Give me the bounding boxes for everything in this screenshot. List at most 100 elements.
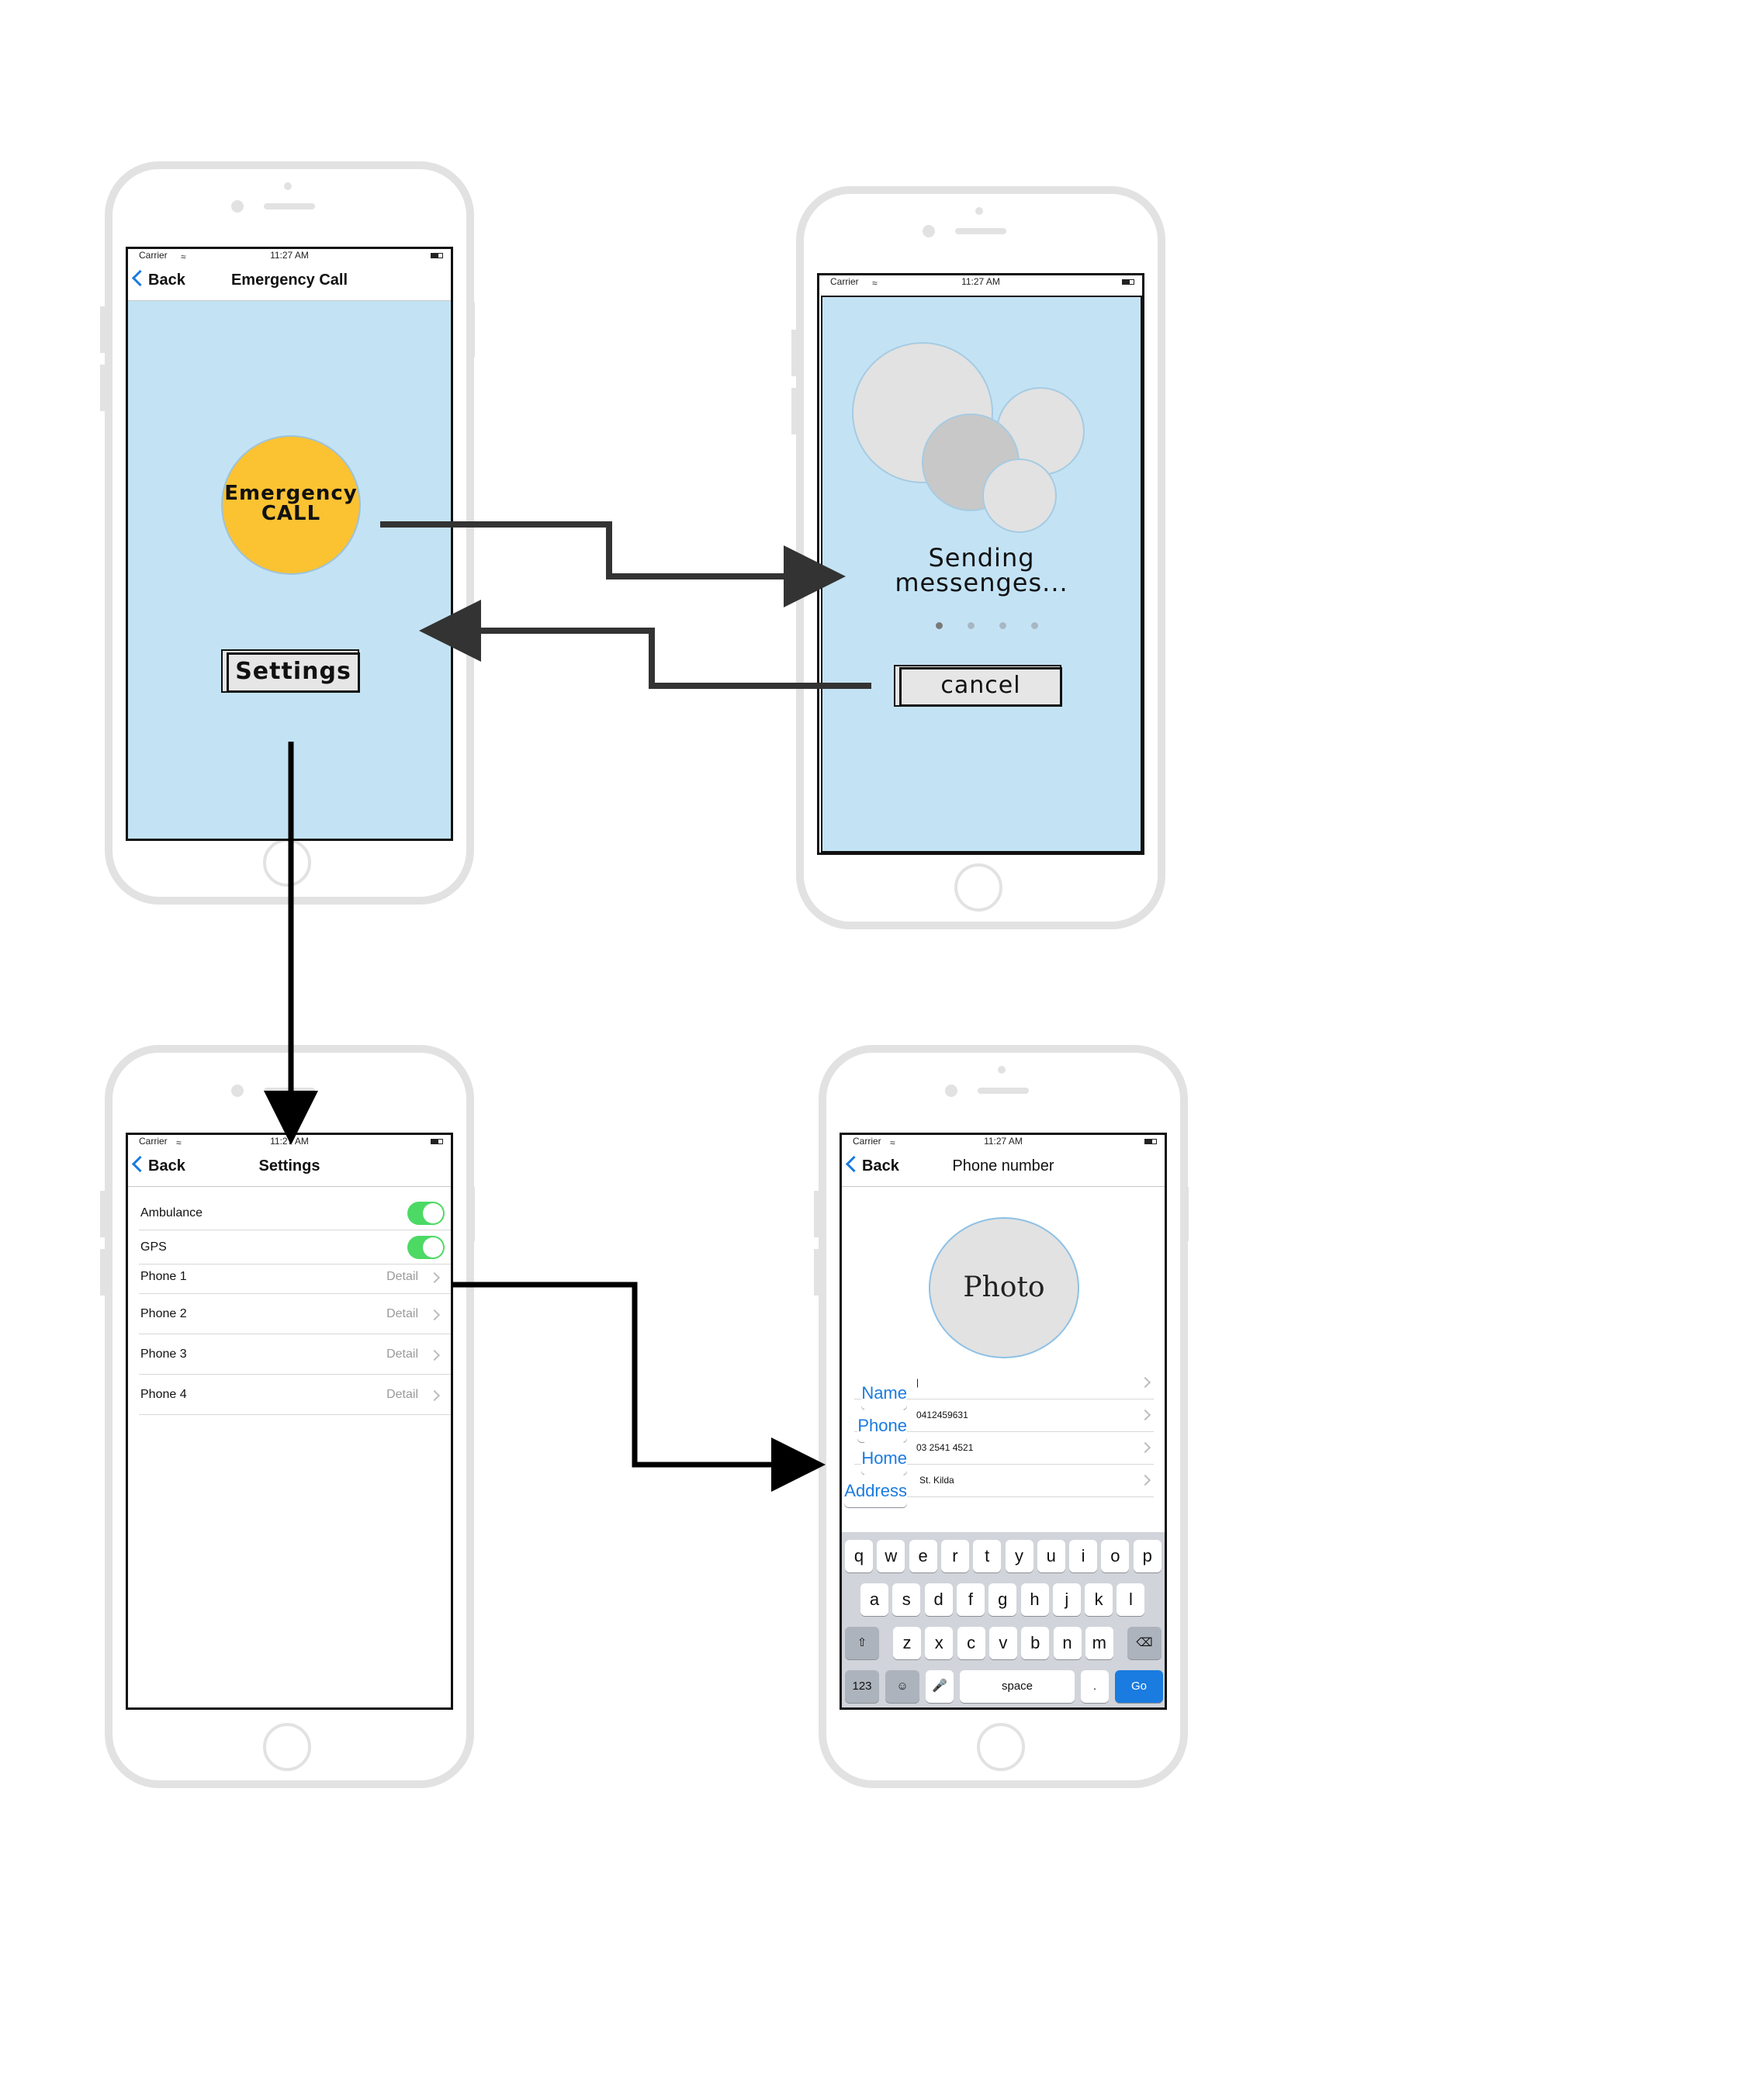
page-dot — [1031, 622, 1038, 629]
back-button[interactable]: Back — [862, 1157, 899, 1175]
field-phone[interactable]: Phone 0412459631 — [854, 1399, 1154, 1442]
emergency-call-button[interactable]: Emergency CALL — [221, 435, 361, 575]
phone-side-button — [1159, 326, 1165, 380]
photo-placeholder[interactable]: Photo — [929, 1217, 1079, 1358]
phone-sensor-dot — [284, 182, 292, 190]
key-h[interactable]: h — [1020, 1583, 1049, 1616]
field-address[interactable]: Address St. Kilda — [844, 1464, 1154, 1507]
settings-row-phone-1[interactable]: Phone 1 Detail — [139, 1264, 451, 1294]
status-bar: Carrier ≈ 11:27 AM — [842, 1135, 1165, 1149]
row-label: Phone 4 — [140, 1388, 187, 1401]
key-s[interactable]: s — [892, 1583, 921, 1616]
ambulance-toggle[interactable] — [407, 1202, 445, 1225]
key-t[interactable]: t — [973, 1540, 1002, 1572]
key-a[interactable]: a — [860, 1583, 888, 1616]
field-home[interactable]: Home 03 2541 4521 — [854, 1431, 1154, 1475]
phone-side-button — [469, 303, 475, 357]
field-key: Name — [861, 1377, 907, 1410]
screen-emergency: Carrier ≈ 11:27 AM Back Emergency Call E… — [126, 247, 453, 841]
key-z[interactable]: z — [893, 1627, 921, 1659]
key-j[interactable]: j — [1052, 1583, 1081, 1616]
page-dot — [999, 622, 1006, 629]
period-key[interactable]: . — [1081, 1670, 1109, 1703]
phone-sensor-dot — [975, 207, 983, 215]
carrier-label: Carrier — [139, 250, 168, 261]
phone-camera — [231, 1085, 244, 1097]
row-label: Ambulance — [140, 1206, 203, 1220]
home-button[interactable] — [263, 1723, 311, 1771]
back-button[interactable]: Back — [148, 272, 185, 289]
key-u[interactable]: u — [1037, 1540, 1065, 1572]
battery-icon — [1144, 1139, 1157, 1144]
key-f[interactable]: f — [956, 1583, 985, 1616]
key-r[interactable]: r — [940, 1540, 969, 1572]
key-d[interactable]: d — [924, 1583, 953, 1616]
address-input[interactable]: St. Kilda — [919, 1475, 954, 1486]
numbers-key[interactable]: 123 — [845, 1670, 879, 1703]
settings-row-gps[interactable]: GPS — [139, 1230, 451, 1264]
key-n[interactable]: n — [1053, 1627, 1082, 1659]
sending-panel: Sending messenges... cancel — [821, 296, 1142, 853]
page-title: Settings — [258, 1157, 320, 1175]
sending-line-2: messenges... — [895, 568, 1068, 597]
field-name[interactable]: Name | — [854, 1366, 1154, 1410]
settings-row-ambulance[interactable]: Ambulance — [139, 1195, 451, 1230]
go-key[interactable]: Go — [1115, 1670, 1163, 1703]
name-input[interactable]: | — [916, 1377, 919, 1388]
call-label: CALL — [261, 502, 321, 525]
emoji-key[interactable]: ☺ — [885, 1670, 919, 1703]
key-c[interactable]: c — [957, 1627, 985, 1659]
key-y[interactable]: y — [1005, 1540, 1033, 1572]
status-bar: Carrier ≈ 11:27 AM — [128, 249, 451, 263]
phone-camera — [923, 225, 935, 237]
row-detail: Detail — [386, 1270, 418, 1283]
delete-key[interactable]: ⌫ — [1127, 1627, 1162, 1659]
phone-input[interactable]: 0412459631 — [916, 1410, 968, 1420]
key-g[interactable]: g — [988, 1583, 1017, 1616]
row-detail: Detail — [386, 1307, 418, 1320]
key-w[interactable]: w — [877, 1540, 905, 1572]
row-label: Phone 2 — [140, 1307, 187, 1320]
key-l[interactable]: l — [1117, 1583, 1145, 1616]
row-detail: Detail — [386, 1388, 418, 1401]
key-e[interactable]: e — [909, 1540, 937, 1572]
space-key[interactable]: space — [960, 1670, 1075, 1703]
home-input[interactable]: 03 2541 4521 — [916, 1442, 974, 1453]
screen-sending: Carrier ≈ 11:27 AM Sending messenges... … — [817, 273, 1144, 855]
key-p[interactable]: p — [1133, 1540, 1162, 1572]
field-key: Home — [861, 1442, 907, 1475]
key-i[interactable]: i — [1069, 1540, 1098, 1572]
key-q[interactable]: q — [845, 1540, 873, 1572]
status-bar: Carrier ≈ 11:27 AM — [819, 275, 1142, 289]
settings-row-phone-3[interactable]: Phone 3 Detail — [139, 1334, 451, 1375]
phone-speaker — [264, 203, 315, 209]
microphone-key[interactable]: 🎤 — [926, 1670, 954, 1703]
gps-toggle[interactable] — [407, 1236, 445, 1259]
settings-row-phone-4[interactable]: Phone 4 Detail — [139, 1374, 451, 1415]
wifi-icon: ≈ — [872, 278, 878, 289]
home-button[interactable] — [977, 1723, 1025, 1771]
cancel-button[interactable]: cancel — [899, 667, 1062, 707]
arrow-phone-row-to-contact — [452, 1282, 826, 1492]
phone-speaker — [955, 228, 1006, 234]
phone-camera — [231, 200, 244, 213]
key-x[interactable]: x — [925, 1627, 954, 1659]
carrier-label: Carrier — [830, 276, 859, 287]
battery-icon — [431, 253, 443, 258]
settings-row-phone-2[interactable]: Phone 2 Detail — [139, 1293, 451, 1334]
key-o[interactable]: o — [1101, 1540, 1130, 1572]
emergency-label: Emergency — [224, 482, 358, 505]
key-v[interactable]: v — [988, 1627, 1017, 1659]
key-b[interactable]: b — [1021, 1627, 1050, 1659]
key-m[interactable]: m — [1085, 1627, 1113, 1659]
arrow-emergency-to-sending — [380, 521, 846, 607]
page-dot — [968, 622, 975, 629]
back-button[interactable]: Back — [148, 1157, 185, 1175]
settings-button[interactable]: Settings — [227, 652, 360, 693]
home-button[interactable] — [954, 863, 1002, 912]
phone-side-button — [100, 306, 106, 353]
nav-bar: Back Emergency Call — [128, 263, 451, 301]
shift-key[interactable]: ⇧ — [845, 1627, 879, 1659]
key-k[interactable]: k — [1085, 1583, 1113, 1616]
phone-camera — [945, 1085, 957, 1097]
